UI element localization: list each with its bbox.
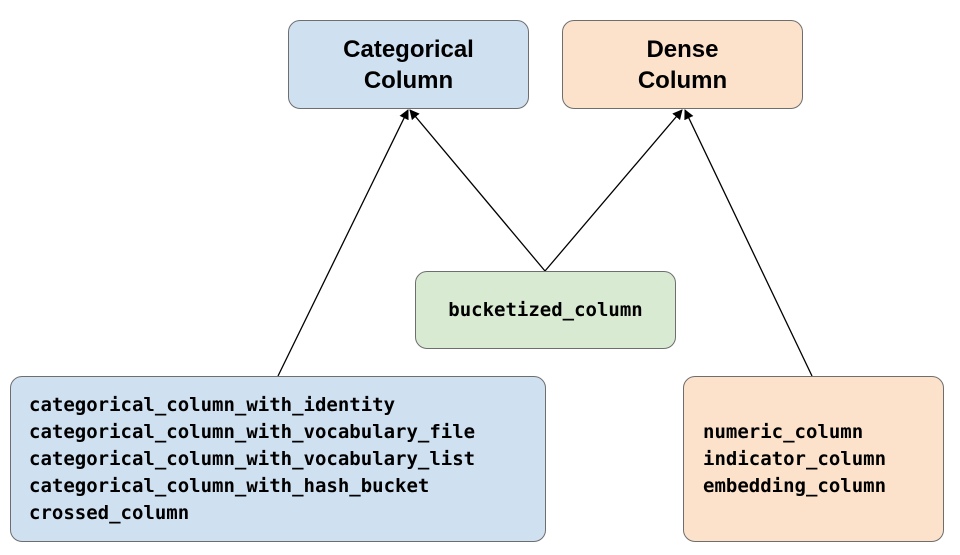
list-item: categorical_column_with_identity	[29, 393, 396, 416]
list-item: indicator_column	[703, 447, 887, 470]
list-item: categorical_column_with_hash_bucket	[29, 474, 430, 497]
list-item: categorical_column_with_vocabulary_list	[29, 447, 476, 470]
arrow-dense-functions-to-dense	[684, 109, 813, 377]
list-item: embedding_column	[703, 474, 887, 497]
list-item: numeric_column	[703, 420, 864, 443]
categorical-column-title-line1: Categorical	[343, 35, 474, 63]
dense-column-title-line1: Dense	[646, 35, 719, 63]
list-item: categorical_column_with_vocabulary_file	[29, 420, 476, 443]
list-item: crossed_column	[29, 501, 190, 524]
categorical-column-title-line2: Column	[363, 66, 454, 94]
categorical-functions-node: categorical_column_with_identity categor…	[10, 376, 546, 542]
dense-column-node: Dense Column	[562, 20, 803, 109]
dense-column-title-line2: Column	[637, 66, 728, 94]
arrow-categorical-functions-to-categorical	[277, 109, 409, 377]
bucketized-column-label: bucketized_column	[448, 298, 643, 321]
categorical-column-node: Categorical Column	[288, 20, 529, 109]
arrow-bucketized-to-categorical	[409, 109, 546, 272]
dense-functions-node: numeric_column indicator_column embeddin…	[683, 376, 944, 542]
arrow-bucketized-to-dense	[544, 109, 683, 272]
bucketized-column-node: bucketized_column	[415, 271, 676, 349]
